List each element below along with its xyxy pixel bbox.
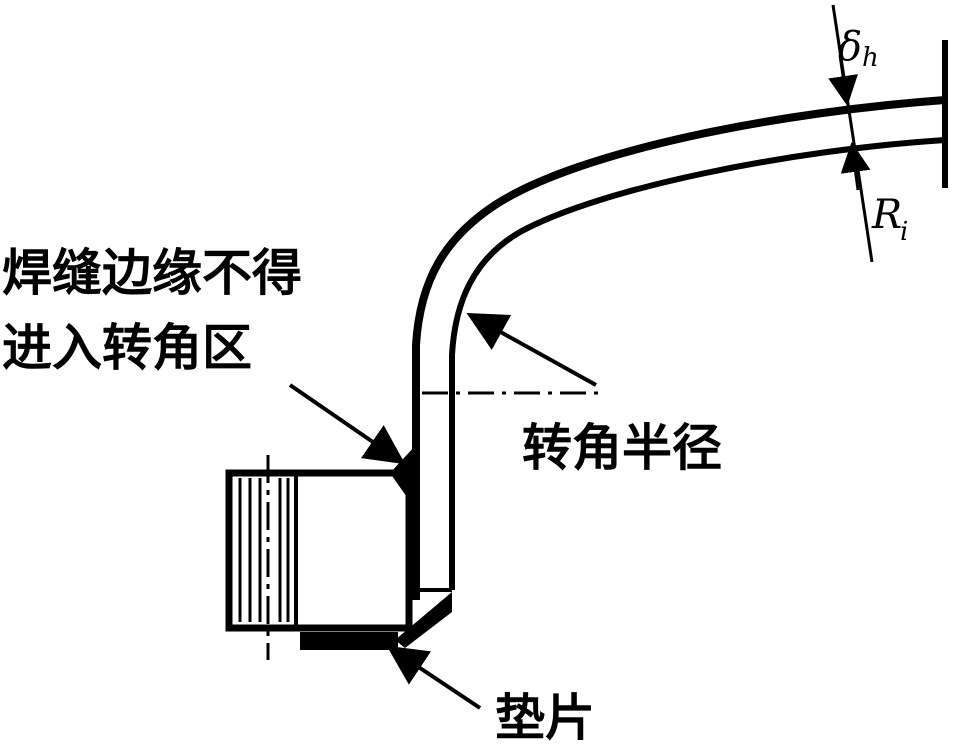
thickness-subscript: h <box>862 43 879 73</box>
radius-subscript: i <box>900 217 908 247</box>
corner-radius-label: 转角半径 <box>522 419 722 477</box>
dimension-line <box>831 4 874 263</box>
radius-symbol: R <box>871 192 902 238</box>
lower-weld-bead <box>395 592 452 648</box>
thickness-arrow <box>828 54 858 106</box>
upper-weld-bead <box>390 445 416 510</box>
gasket-strip <box>300 632 398 650</box>
shell-outer-line <box>412 96 946 600</box>
gasket-label: 垫片 <box>495 689 595 747</box>
weld-edge-leader <box>288 383 406 465</box>
gasket-leader <box>386 645 482 710</box>
shell-inner-line <box>449 137 946 590</box>
radius-arrow <box>840 142 871 191</box>
weld-edge-label-line2: 进入转角区 <box>2 319 252 377</box>
nozzle-hatching <box>238 478 290 622</box>
corner-radius-leader <box>466 313 597 387</box>
thickness-symbol: δ <box>838 24 862 70</box>
weld-edge-label-line1: 焊缝边缘不得 <box>2 244 302 302</box>
nozzle-body <box>225 469 413 632</box>
